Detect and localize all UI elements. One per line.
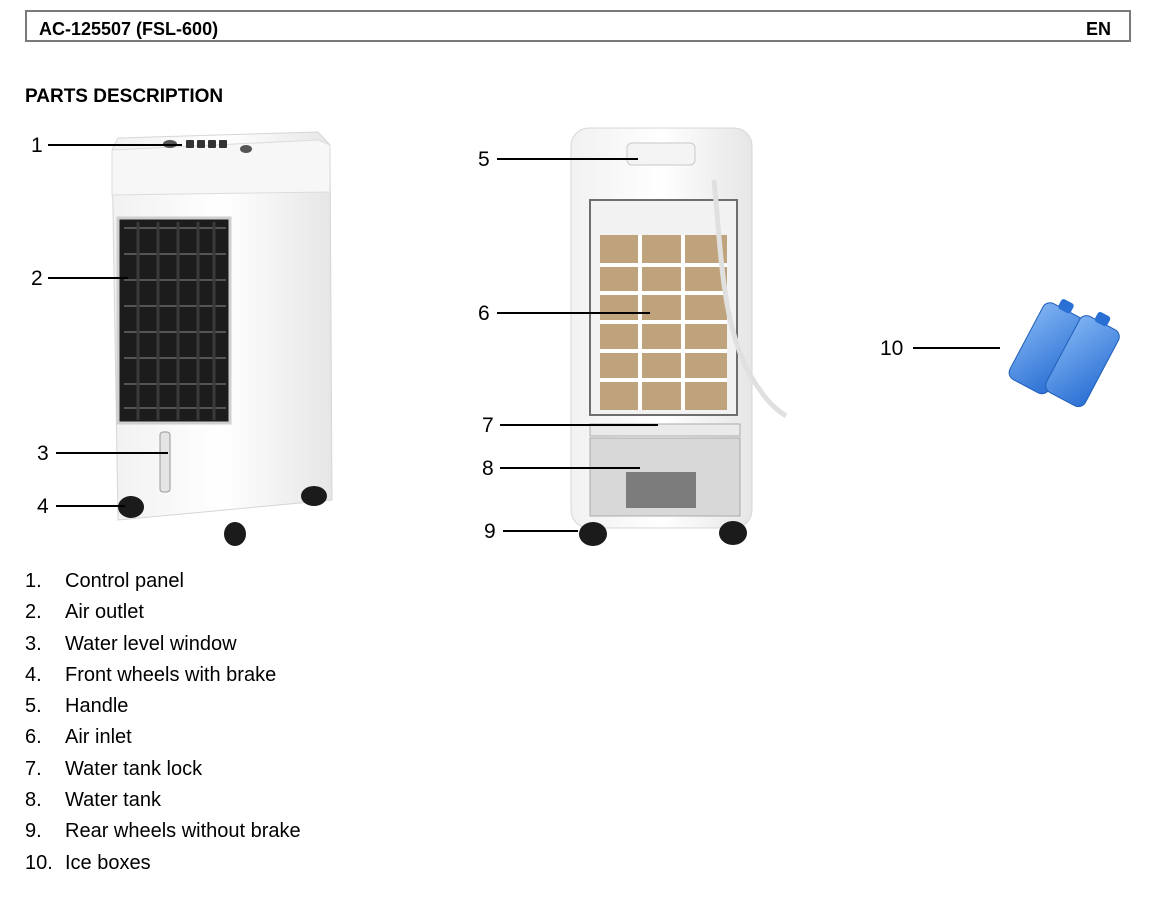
list-item: 9. Rear wheels without brake <box>25 816 301 847</box>
item-number: 8. <box>25 789 42 812</box>
list-item: 6. Air inlet <box>25 722 301 753</box>
callout-7: 7 <box>482 414 494 437</box>
item-number: 3. <box>25 632 42 655</box>
item-number: 5. <box>25 695 42 718</box>
item-label: Water level window <box>65 632 237 655</box>
item-number: 10. <box>25 851 53 874</box>
water-tank <box>589 437 741 517</box>
callout-10: 10 <box>880 337 903 360</box>
item-label: Ice boxes <box>65 851 151 874</box>
item-number: 1. <box>25 570 42 592</box>
callout-8: 8 <box>482 457 494 480</box>
front-wheels <box>118 486 327 546</box>
item-label: Water tank lock <box>65 757 203 780</box>
water-level-window <box>159 431 171 493</box>
list-item: 2. Air outlet <box>25 597 301 628</box>
callout-1: 1 <box>31 134 43 157</box>
header-box: AC-125507 (FSL-600) EN <box>25 10 1131 42</box>
callout-5: 5 <box>478 148 490 171</box>
item-label: Water tank <box>65 789 161 812</box>
callout-9: 9 <box>484 520 496 543</box>
item-label: Handle <box>65 695 129 718</box>
callout-6: 6 <box>478 302 490 325</box>
item-number: 9. <box>25 820 42 843</box>
parts-figure: 1 2 3 4 5 6 7 8 9 10 <box>31 127 1120 546</box>
list-item: 8. Water tank <box>25 785 301 816</box>
language-code: EN <box>1085 19 1111 39</box>
callout-3: 3 <box>37 442 49 465</box>
item-label: Rear wheels without brake <box>65 820 301 843</box>
list-item: 4. Front wheels with brake <box>25 660 301 691</box>
list-item: 5. Handle <box>25 691 301 722</box>
item-label: Air outlet <box>65 601 144 624</box>
cooler-front-view <box>111 131 333 546</box>
item-number: 4. <box>25 663 42 686</box>
item-number: 2. <box>25 601 42 624</box>
list-item: 1. Control panel <box>25 566 301 597</box>
list-item: 7. Water tank lock <box>25 754 301 785</box>
callout-lines <box>48 144 1000 532</box>
handle <box>626 142 696 166</box>
item-label: Front wheels with brake <box>65 663 277 686</box>
callout-4: 4 <box>37 495 49 518</box>
rear-wheels <box>579 521 747 546</box>
model-title: AC-125507 (FSL-600) <box>39 19 219 39</box>
air-outlet <box>116 216 232 425</box>
air-inlet-filter <box>600 235 727 410</box>
callout-2: 2 <box>31 267 43 290</box>
item-number: 7. <box>25 757 42 780</box>
item-label: Air inlet <box>65 726 132 749</box>
list-item: 3. Water level window <box>25 629 301 660</box>
parts-list: 1. Control panel 2. Air outlet 3. Water lev… <box>25 566 301 879</box>
water-tank-lock <box>589 423 741 437</box>
ice-boxes <box>1008 299 1120 408</box>
list-item: 10. Ice boxes <box>25 848 301 879</box>
cooler-rear-view <box>570 127 788 546</box>
section-title: PARTS DESCRIPTION <box>25 86 224 107</box>
item-number: 6. <box>25 726 42 749</box>
item-label: Control panel <box>65 570 184 592</box>
control-panel <box>163 140 252 153</box>
